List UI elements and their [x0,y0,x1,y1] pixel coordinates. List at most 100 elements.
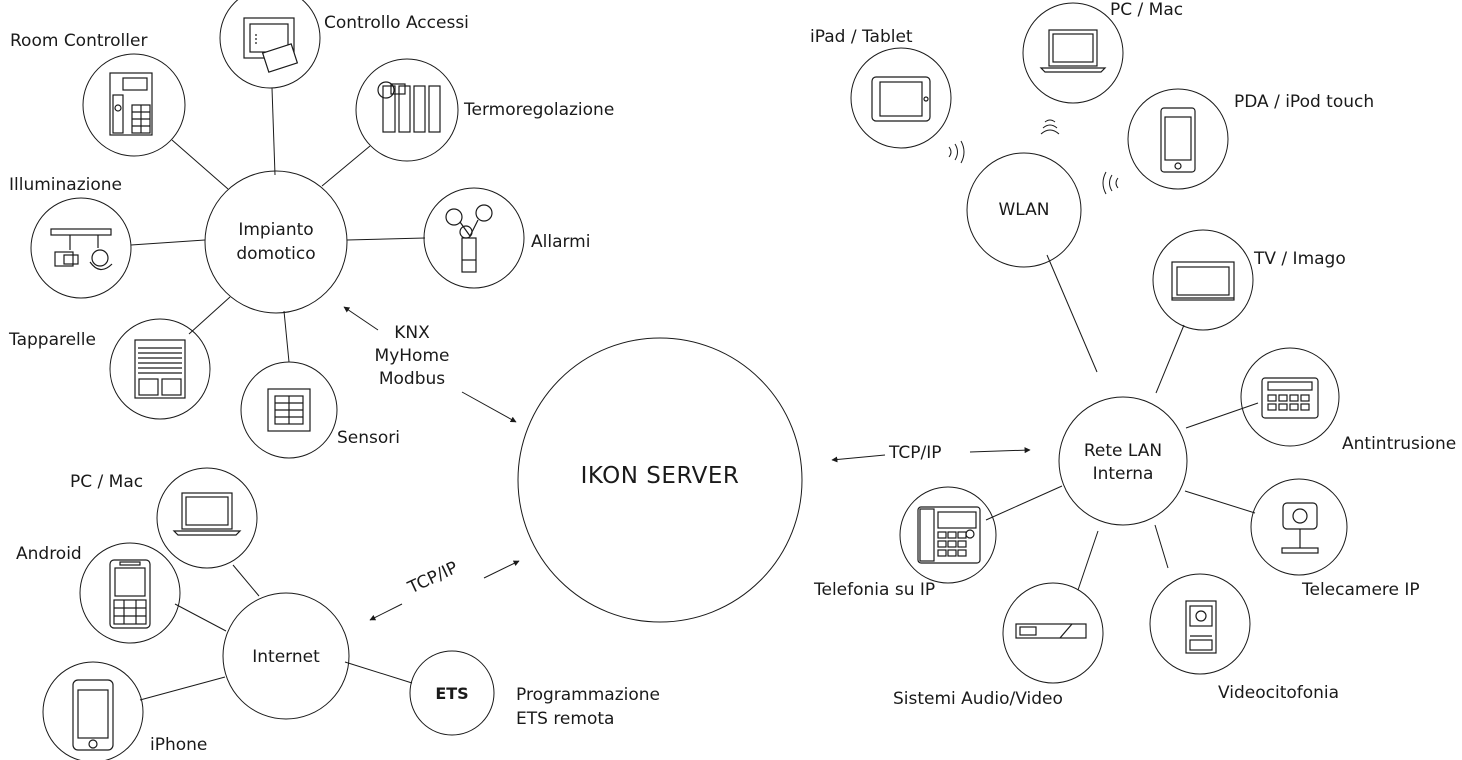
server-title: IKON SERVER [580,463,740,489]
pda-node [1127,88,1229,190]
label-lighting: Illuminazione [9,175,122,195]
label-shutters: Tapparelle [9,330,96,350]
link-lan-cameras [1184,490,1256,514]
android-node [79,542,181,644]
protocol-myhome: MyHome [374,346,450,366]
phone-icon [917,506,981,564]
lan-link-label: TCP/IP [889,443,942,463]
link-domotic-sensors [283,310,290,363]
smartphone-icon [1160,107,1196,173]
label-wlan-pc: PC / Mac [1110,0,1184,20]
label-ets-remote-line2: ETS remota [516,709,615,729]
lighting-node [30,197,132,299]
intercom-icon [1185,600,1217,654]
shutters-icon [134,339,186,399]
label-alarms: Allarmi [531,232,591,252]
wifi-waves-ipad-icon [948,140,965,164]
link-internet-ets [344,661,413,684]
ets-node [409,650,495,736]
label-ipad: iPad / Tablet [810,27,913,47]
tv-icon [1171,261,1235,301]
sensors-node [240,361,338,459]
thermo-icon [377,81,441,133]
label-voip: Telefonia su IP [814,580,936,600]
lighting-icon [50,228,113,271]
link-lan-intrusion [1185,402,1259,429]
link-domotic-lighting [130,239,206,246]
wifi-waves-pda-icon [1102,171,1119,195]
intercom-node [1149,573,1251,675]
label-iphone: iPhone [150,735,208,755]
link-internet-iphone [139,676,226,701]
link-wlan-lan [1046,254,1098,373]
link-domotic-shutters [188,296,231,335]
protocol-modbus: Modbus [378,369,446,389]
laptop-icon [1039,29,1107,73]
internet-laptop-icon [172,492,242,536]
label-sensors: Sensori [337,428,400,448]
voip-node [899,486,997,584]
lan-title-line1: Rete LAN [1083,441,1163,461]
internet-hub [222,592,350,720]
internet-pc-node [156,467,258,569]
thermo-node [355,58,459,162]
ets-badge: ETS [435,684,469,703]
tv-node [1152,229,1254,331]
lan-arrow-right [969,447,1031,454]
link-domotic-alarms [346,237,426,241]
link-lan-tv [1155,324,1185,394]
lan-title-line2: Interna [1092,464,1154,484]
access-control-icon [243,17,299,73]
iphone-node [42,661,144,760]
cameras-node [1250,478,1348,576]
link-domotic-access [271,87,276,176]
intrusion-node [1240,347,1340,447]
link-lan-voip [985,485,1063,521]
protocol-knx: KNX [394,323,430,343]
label-intercom: Videocitofonia [1218,683,1340,703]
ipad-node [850,47,952,149]
room-controller-node [82,53,186,157]
audio-video-node [1002,582,1104,684]
lan-arrow-left [831,454,886,463]
wlan-title: WLAN [998,200,1050,220]
label-android: Android [16,544,82,564]
alarms-icon [445,204,493,273]
wlan-pc-node [1022,2,1124,104]
bus-arrow-up [343,306,379,331]
label-audio-video: Sistemi Audio/Video [893,689,1063,709]
access-control-node [219,0,321,89]
bus-arrow-down [461,391,517,423]
label-pda: PDA / iPod touch [1234,92,1375,112]
internet-arrow-left [369,603,403,621]
shutters-node [109,318,211,420]
label-access-control: Controllo Accessi [324,13,469,33]
link-internet-pc [232,564,260,597]
internet-arrow-right [483,560,520,579]
label-internet-pc: PC / Mac [70,472,144,492]
label-intrusion: Antintrusione [1342,434,1457,454]
domotic-title-line1: Impianto [238,220,314,240]
keypad-icon [1261,377,1319,419]
link-domotic-room [171,139,229,190]
android-phone-icon [109,559,151,629]
lan-hub [1058,396,1188,526]
link-lan-audio [1077,530,1099,591]
alarms-node [423,187,525,289]
wlan-hub [966,152,1082,268]
room-controller-icon [109,72,153,136]
label-tv: TV / Imago [1254,249,1346,269]
link-domotic-thermo [321,145,371,187]
wifi-waves-pc-icon [1040,119,1060,135]
av-system-icon [1015,623,1087,639]
internet-title: Internet [252,647,320,667]
link-lan-intercom [1154,524,1169,569]
sensors-icon [267,388,311,432]
link-internet-android [174,603,227,632]
label-cameras: Telecamere IP [1302,580,1420,600]
domotic-hub [204,170,348,314]
iphone-icon [72,679,114,751]
tablet-icon [871,76,931,122]
label-room-controller: Room Controller [10,31,148,51]
